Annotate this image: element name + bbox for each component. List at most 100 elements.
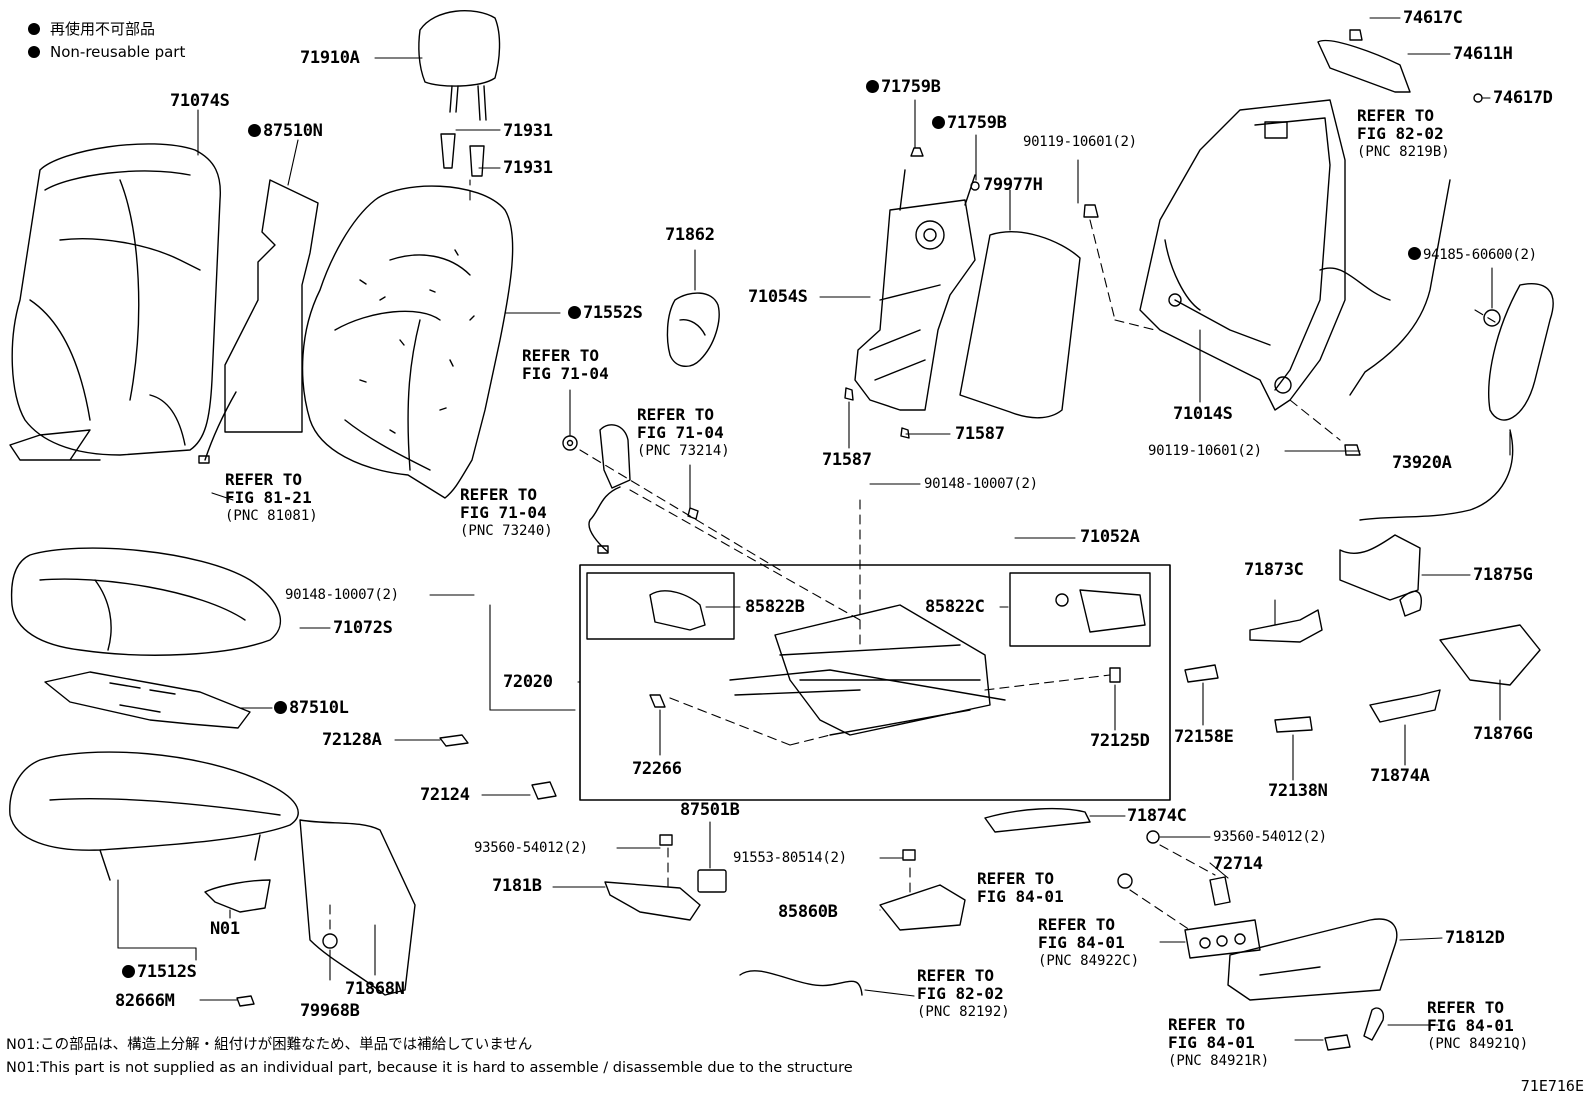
refer-line: REFER TO [225, 470, 303, 489]
refer-line: REFER TO [1168, 1015, 1246, 1034]
dashed-lines [329, 179, 1496, 936]
refer-fig: FIG 84-01 [1038, 933, 1125, 952]
part-label-71054s[interactable]: 71054S [748, 287, 808, 307]
part-label-71052a[interactable]: 71052A [1080, 527, 1140, 547]
refer-fig-84-01-a[interactable]: REFER TO FIG 84-01 [977, 870, 1064, 906]
part-label-71876g[interactable]: 71876G [1473, 724, 1533, 744]
heater-87510l-drawing [44, 671, 251, 729]
part-label-71587-a[interactable]: 71587 [955, 424, 1005, 444]
seat-cushion-pad-drawing [9, 751, 416, 1007]
part-label-71931-b[interactable]: 71931 [503, 158, 553, 178]
figure-id: 71E716E [1520, 1077, 1584, 1095]
part-label-71759b-a[interactable]: 71759B [866, 78, 941, 96]
part-label-90119-b[interactable]: 90119-10601(2) [1148, 443, 1262, 459]
part-label-72158e[interactable]: 72158E [1174, 727, 1234, 747]
part-label-94185[interactable]: 94185-60600(2) [1408, 247, 1537, 263]
part-label-74617c[interactable]: 74617C [1403, 8, 1463, 28]
part-label-72128a[interactable]: 72128A [322, 730, 382, 750]
part-label-71873c[interactable]: 71873C [1244, 560, 1304, 580]
refer-fig-71-04-a[interactable]: REFER TO FIG 71-04 [522, 347, 609, 383]
part-label-79977h[interactable]: 79977H [983, 175, 1043, 195]
refer-pnc: (PNC 73214) [637, 443, 730, 459]
non-reusable-dot-icon [28, 46, 40, 58]
headrest-drawing [418, 10, 501, 177]
part-label-74611h[interactable]: 74611H [1453, 44, 1513, 64]
part-label-85822b[interactable]: 85822B [745, 597, 805, 617]
non-reusable-dot-icon [122, 965, 135, 978]
refer-fig-71-04-c[interactable]: REFER TO FIG 71-04 (PNC 73240) [460, 486, 553, 540]
part-label-85822c[interactable]: 85822C [925, 597, 985, 617]
part-label-71868n[interactable]: 71868N [345, 979, 405, 999]
refer-line: REFER TO [637, 405, 715, 424]
part-label-7181b[interactable]: 7181B [492, 876, 542, 896]
refer-fig: FIG 82-02 [1357, 124, 1444, 143]
part-label-87510n[interactable]: 87510N [248, 122, 323, 140]
refer-line: REFER TO [1038, 915, 1116, 934]
part-label-82666m[interactable]: 82666M [115, 991, 175, 1011]
refer-fig: FIG 71-04 [460, 503, 547, 522]
refer-pnc: (PNC 84922C) [1038, 953, 1140, 969]
part-label-72125d[interactable]: 72125D [1090, 731, 1150, 751]
refer-fig-81-21[interactable]: REFER TO FIG 81-21 (PNC 81081) [225, 471, 318, 525]
refer-fig-82-02-b[interactable]: REFER TO FIG 82-02 (PNC 82192) [917, 967, 1010, 1021]
part-label-72138n[interactable]: 72138N [1268, 781, 1328, 801]
part-label-90119-a[interactable]: 90119-10601(2) [1023, 134, 1137, 150]
refer-fig-82-02-a[interactable]: REFER TO FIG 82-02 (PNC 8219B) [1357, 107, 1450, 161]
part-label-n01[interactable]: N01 [210, 919, 240, 939]
part-label-71587-b[interactable]: 71587 [822, 450, 872, 470]
part-label-87501b[interactable]: 87501B [680, 800, 740, 820]
part-label-90148-b[interactable]: 90148-10007(2) [285, 587, 399, 603]
refer-pnc: (PNC 81081) [225, 508, 318, 524]
part-label-71812d[interactable]: 71812D [1445, 928, 1505, 948]
part-label-71862[interactable]: 71862 [665, 225, 715, 245]
part-label-72124[interactable]: 72124 [420, 785, 470, 805]
lumbar-switch-drawing [562, 424, 699, 554]
part-label-93560-a[interactable]: 93560-54012(2) [474, 840, 588, 856]
part-label-73920a[interactable]: 73920A [1392, 453, 1452, 473]
part-label-72020[interactable]: 72020 [503, 672, 553, 692]
legend-jp: 再使用不可部品 [28, 18, 155, 39]
part-label-79968b[interactable]: 79968B [300, 1001, 360, 1021]
part-label-72266[interactable]: 72266 [632, 759, 682, 779]
cover-71862-drawing [666, 292, 720, 367]
refer-pnc: (PNC 84921R) [1168, 1053, 1270, 1069]
refer-fig-84-01-b[interactable]: REFER TO FIG 84-01 (PNC 84922C) [1038, 916, 1139, 970]
refer-fig: FIG 81-21 [225, 488, 312, 507]
part-label-71512s[interactable]: 71512S [122, 963, 197, 981]
part-number: 71512S [137, 962, 197, 982]
refer-fig-84-01-d[interactable]: REFER TO FIG 84-01 (PNC 84921Q) [1427, 999, 1528, 1053]
part-label-91553[interactable]: 91553-80514(2) [733, 850, 847, 866]
part-label-85860b[interactable]: 85860B [778, 902, 838, 922]
part-label-71931-a[interactable]: 71931 [503, 121, 553, 141]
part-label-71759b-b[interactable]: 71759B [932, 114, 1007, 132]
part-label-72714[interactable]: 72714 [1213, 854, 1263, 874]
part-label-71072s[interactable]: 71072S [333, 618, 393, 638]
non-reusable-dot-icon [28, 23, 40, 35]
non-reusable-dot-icon [932, 116, 945, 129]
part-label-87510l[interactable]: 87510L [274, 699, 349, 717]
part-number: 87510L [289, 698, 349, 718]
part-label-93560-b[interactable]: 93560-54012(2) [1213, 829, 1327, 845]
part-label-74617d[interactable]: 74617D [1493, 88, 1553, 108]
part-label-71014s[interactable]: 71014S [1173, 404, 1233, 424]
footnote-en: N01:This part is not supplied as an indi… [6, 1060, 853, 1076]
refer-fig: FIG 82-02 [917, 984, 1004, 1003]
part-label-71874c[interactable]: 71874C [1127, 806, 1187, 826]
part-label-71875g[interactable]: 71875G [1473, 565, 1533, 585]
non-reusable-dot-icon [274, 701, 287, 714]
part-label-90148-a[interactable]: 90148-10007(2) [924, 476, 1038, 492]
part-label-71552s[interactable]: 71552S [568, 304, 643, 322]
seatback-frame-71054s-drawing [844, 147, 1081, 439]
refer-fig: FIG 84-01 [1168, 1033, 1255, 1052]
non-reusable-dot-icon [568, 306, 581, 319]
refer-pnc: (PNC 73240) [460, 523, 553, 539]
part-label-71074s[interactable]: 71074S [170, 91, 230, 111]
non-reusable-dot-icon [248, 124, 261, 137]
part-label-71874a[interactable]: 71874A [1370, 766, 1430, 786]
refer-fig-71-04-b[interactable]: REFER TO FIG 71-04 (PNC 73214) [637, 406, 730, 460]
part-label-71910a[interactable]: 71910A [300, 48, 360, 68]
part-number: 71552S [583, 303, 643, 323]
refer-line: REFER TO [917, 966, 995, 985]
refer-fig-84-01-c[interactable]: REFER TO FIG 84-01 (PNC 84921R) [1168, 1016, 1269, 1070]
